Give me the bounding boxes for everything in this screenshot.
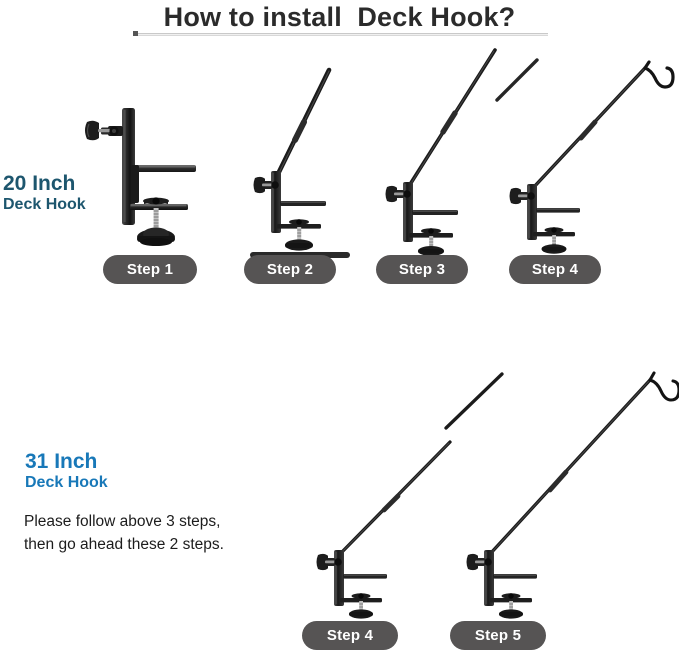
size-label-31-inch-size: 31 Inch <box>25 450 98 473</box>
page-title-text: How to install Deck Hook? <box>163 2 516 32</box>
c-clamp-icon <box>277 219 321 251</box>
step-pill-r1-step1[interactable]: Step 1 <box>103 255 197 284</box>
extension-pole-icon <box>274 67 332 179</box>
t-knob-icon <box>385 185 411 203</box>
t-knob-icon <box>466 553 492 571</box>
long-pole-with-hook-icon <box>444 371 679 619</box>
size-label-20-inch-size: 20 Inch <box>3 172 76 195</box>
figure-step-4-row2 <box>300 372 452 620</box>
adjacent-pole-tip <box>495 58 539 102</box>
adjacent-pole-tip <box>444 372 504 430</box>
shepherd-hook-icon <box>648 371 679 402</box>
size-label-31-inch-product: Deck Hook <box>25 474 108 491</box>
pole-with-hook-icon <box>495 58 675 254</box>
post-with-knob-and-clamp-icon <box>85 108 196 246</box>
figure-step-1 <box>78 104 208 256</box>
figure-step-2-row1 <box>250 66 350 258</box>
support-arm <box>343 574 387 579</box>
shepherd-hook-icon <box>643 60 675 89</box>
figure-step-4-row1 <box>495 56 677 256</box>
step-pill-r1-step4[interactable]: Step 4 <box>509 255 601 284</box>
c-clamp-icon <box>533 227 575 254</box>
long-pole-no-hook-icon <box>316 440 452 619</box>
c-clamp-icon <box>409 228 453 256</box>
support-arm <box>412 210 458 215</box>
pole-short-attached-icon <box>250 67 350 258</box>
extension-pole-icon <box>338 440 452 556</box>
pole-extended-icon <box>385 48 497 256</box>
support-arm <box>131 165 196 203</box>
size-label-20-inch: 20 Inch Deck Hook <box>3 172 86 214</box>
t-knob-icon <box>253 176 279 194</box>
page-title: How to install Deck Hook? <box>0 2 679 32</box>
support-arm <box>536 208 580 213</box>
size-label-31-inch: 31 Inch Deck Hook <box>25 450 108 492</box>
figure-step-3-row1 <box>385 44 497 256</box>
support-arm <box>493 574 537 579</box>
size-label-20-inch-product: Deck Hook <box>3 196 86 213</box>
extension-pole-icon <box>531 66 647 190</box>
instruction-note: Please follow above 3 steps, then go ahe… <box>24 513 224 553</box>
figure-step-5-row2 <box>444 362 679 620</box>
c-clamp-icon <box>130 197 188 246</box>
title-underline-cap <box>133 31 138 36</box>
step-pill-r2-step5[interactable]: Step 5 <box>450 621 546 650</box>
t-knob-icon <box>85 120 123 141</box>
extension-pole-icon <box>407 48 497 188</box>
step-pill-r1-step3[interactable]: Step 3 <box>376 255 468 284</box>
c-clamp-icon <box>340 593 382 619</box>
c-clamp-icon <box>490 593 532 619</box>
title-underline <box>133 33 548 36</box>
step-pill-r2-step4[interactable]: Step 4 <box>302 621 398 650</box>
extension-pole-icon <box>488 378 652 556</box>
t-knob-icon <box>316 553 342 571</box>
support-arm <box>280 201 326 206</box>
t-knob-icon <box>509 187 535 205</box>
step-pill-r1-step2[interactable]: Step 2 <box>244 255 336 284</box>
